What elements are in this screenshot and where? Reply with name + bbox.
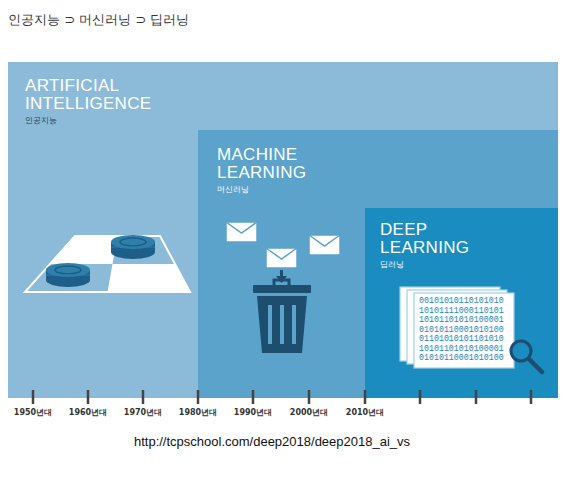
binary-text: 00101010110101010 [419,296,504,305]
decade-label: 1950년대 [14,408,52,418]
checker-piece [111,235,155,259]
magnifier-icon [511,341,542,372]
envelope-icon [226,222,340,268]
decade-label: 2010년대 [346,408,384,418]
binary-text: 10101101010100001 [419,315,504,324]
panel-heading: DEEP LEARNING [380,221,495,257]
decade-label: 1980년대 [179,408,217,418]
panel-label: ARTIFICIAL INTELLIGENCE 인공지능 [25,77,190,126]
panel-subtitle: 머신러닝 [217,185,337,195]
panel-heading: MACHINE LEARNING [217,146,337,182]
ml-panel: MACHINE LEARNING 머신러닝 DEEP LEARNING 딥러닝 [198,130,558,398]
decade-label: 1990년대 [234,408,272,418]
trash-can-icon [253,280,311,353]
panel-label: DEEP LEARNING 딥러닝 [380,221,495,270]
decade-label: 2000년대 [290,408,328,418]
binary-text: 10101101010100001 [419,344,504,353]
timeline-ticks [33,390,531,404]
checker-piece [46,263,90,287]
decade-label: 1960년대 [69,408,107,418]
decade-label: 1970년대 [124,408,162,418]
panel-subtitle: 인공지능 [25,116,190,126]
panel-subtitle: 딥러닝 [380,260,495,270]
panel-label: MACHINE LEARNING 머신러닝 [217,146,337,195]
panel-heading: ARTIFICIAL INTELLIGENCE [25,77,190,113]
checkerboard-icon [25,236,190,292]
caption: http://tcpschool.com/deep2018/deep2018_a… [134,434,410,449]
binary-text: 01101010101101010 [419,334,504,343]
down-arrow [276,270,287,283]
title: 인공지능 ⊃ 머신러닝 ⊃ 딥러닝 [8,11,189,29]
document-stack [400,287,514,368]
binary-text: 01010110001010100 [419,353,504,362]
binary-text: 10101111000110101 [419,306,504,315]
binary-text: 01010110001010100 [419,325,504,334]
